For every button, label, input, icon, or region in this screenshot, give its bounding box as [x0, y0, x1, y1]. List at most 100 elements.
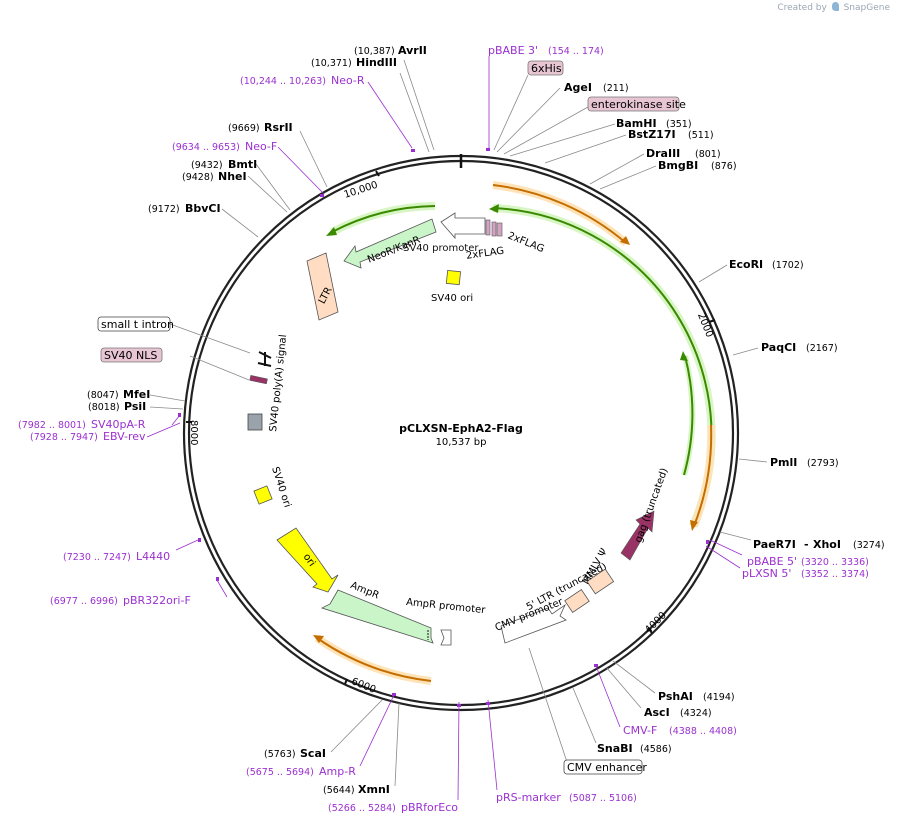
enzyme-xhoi: XhoI [813, 538, 841, 551]
feature-cmv-promoter [500, 603, 567, 644]
leader-ecori [698, 264, 728, 283]
primer-mark-neo-f [320, 194, 324, 197]
feature-label-sv40-ori-left: SV40 ori [269, 466, 292, 509]
enzyme-avrii: AvrII [398, 44, 427, 57]
enzyme-pos-psii: (8018) [88, 402, 120, 413]
leader-psii [149, 406, 184, 410]
enzyme-pos-xmni: (5644) [323, 785, 355, 796]
enzyme-hindiii: HindIII [356, 56, 397, 69]
arc-orange-bottom-arrow [313, 635, 324, 643]
leader-prs-marker [487, 699, 498, 791]
enzyme-rsrii: RsrII [264, 121, 293, 134]
leader-amp-r [359, 694, 395, 767]
leader-paer7i [719, 531, 752, 541]
primer-pbabe3: pBABE 3' [488, 44, 538, 57]
leader-bbvci [221, 208, 259, 238]
primer-ebv-rev: EBV-rev [103, 430, 146, 443]
enzyme-bmti: BmtI [228, 158, 257, 171]
boxed-small-t-bg [97, 316, 171, 332]
leader-rsrii [299, 130, 328, 188]
leader-hindiii [399, 72, 430, 153]
leader-agei [496, 87, 561, 153]
primer-marks [178, 148, 709, 707]
leader-ebv-rev [146, 422, 181, 438]
arc-green-topleft-arrow [326, 227, 337, 236]
leader-l4440 [175, 539, 199, 551]
enzyme-nhei: NheI [218, 170, 247, 183]
primer-range-neo-r: (10,244 .. 10,263) [240, 76, 326, 87]
primer-range-pbr322ori-f: (6977 .. 6996) [50, 596, 118, 607]
primer-mark-prs-marker [486, 702, 490, 705]
feature-label-gag: gag (truncated) [633, 467, 670, 545]
enzyme-pos-snabi: (4586) [640, 744, 672, 755]
leader-bstz17i [544, 134, 627, 164]
enzyme-bamhi: BamHI [616, 117, 657, 130]
primer-l4440: L4440 [136, 550, 170, 563]
arc-orange-top-arrow [620, 236, 630, 245]
outer-feature-arcs [313, 181, 716, 685]
primer-mark-pbabe3 [486, 148, 490, 151]
enzyme-pos-agei: (211) [603, 83, 629, 94]
feature-sv40-ori-top [445, 269, 462, 286]
primer-range-cmv-f: (4388 .. 4408) [669, 726, 737, 737]
credit-name: SnapGene [843, 3, 890, 13]
feature-ampr-promoter [440, 629, 452, 646]
primer-range-plxsn5: (3352 .. 3374) [801, 569, 869, 580]
leader-asci [605, 666, 642, 709]
plasmid-name: pCLXSN-EphA2-Flag [399, 422, 523, 435]
enzyme-snabi: SnaBI [597, 742, 633, 755]
enzyme-pos-bmgbi: (876) [711, 161, 737, 172]
leader-enterokinase [503, 106, 589, 155]
boxed-labels: 6xHis enterokinase site small t intron S… [97, 60, 686, 775]
primer-range-pbrforeco: (5266 .. 5284) [328, 803, 396, 814]
primer-range-pbabe3: (154 .. 174) [548, 46, 604, 57]
enzyme-paqci: PaqCI [761, 341, 796, 354]
enzyme-pos-xhoi: (3274) [853, 540, 885, 551]
enzyme-mfei: MfeI [123, 388, 150, 401]
enzyme-scai: ScaI [300, 747, 326, 760]
enzyme-pos-bbvci: (9172) [148, 204, 180, 215]
feature-sv40-nls-block [249, 375, 268, 385]
enzyme-bbvci: BbvCI [185, 202, 221, 215]
arc-green-small [683, 355, 694, 476]
arc-orange-right [693, 424, 713, 527]
enzyme-pos-nhei: (9428) [182, 172, 214, 183]
enzyme-pos-mfei: (8047) [87, 390, 119, 401]
feature-ori [276, 527, 339, 593]
primer-mark-l4440 [198, 538, 201, 542]
boxed-sv40-nls-bg [100, 347, 163, 363]
enzyme-pos-pmli: (2793) [807, 458, 839, 469]
feature-ampr [320, 589, 434, 644]
arc-orange-bottom [316, 637, 432, 682]
enzyme-pos-scai: (5763) [264, 749, 296, 760]
primer-range-prs-marker: (5087 .. 5106) [569, 793, 637, 804]
primer-neo-r: Neo-R [331, 74, 365, 87]
feature-2xflag-a [485, 219, 491, 236]
feature-small-t-intron-mark [257, 351, 272, 367]
primer-range-neo-f: (9634 .. 9653) [172, 142, 240, 153]
primer-mark-neo-r [411, 149, 415, 152]
primer-range-l4440: (7230 .. 7247) [63, 552, 131, 563]
tick-label-8000: 8000 [188, 420, 199, 445]
primer-range-sv40pa-r: (7982 .. 8001) [18, 420, 86, 431]
feature-6xhis-block [496, 222, 503, 237]
arc-green-topleft [331, 205, 436, 233]
leader-mfei [149, 394, 186, 402]
leader-paqci [732, 347, 759, 356]
feature-label-2xflag-left: 2xFLAG [465, 246, 504, 262]
leader-cmv-f [595, 665, 621, 728]
primer-cmv-f: CMV-F [623, 724, 657, 737]
leader-draiii [589, 153, 645, 185]
primer-range-amp-r: (5675 .. 5694) [246, 767, 314, 778]
primer-range-ebv-rev: (7928 .. 7947) [30, 432, 98, 443]
enzyme-psii: PsiI [124, 400, 146, 413]
boxed-small-t: small t intron [101, 318, 174, 331]
tick-6000 [344, 678, 348, 685]
enzyme-pos-pshai: (4194) [703, 692, 735, 703]
arc-green-small-arrow [680, 351, 688, 361]
enzyme-pos-draiii: (801) [695, 149, 721, 160]
leader-bamhi [509, 123, 616, 157]
primer-mark-pbrforeco [457, 704, 461, 707]
enzyme-pos-bmti: (9432) [191, 160, 223, 171]
enzyme-pos-avrii: (10,387) [354, 46, 395, 57]
